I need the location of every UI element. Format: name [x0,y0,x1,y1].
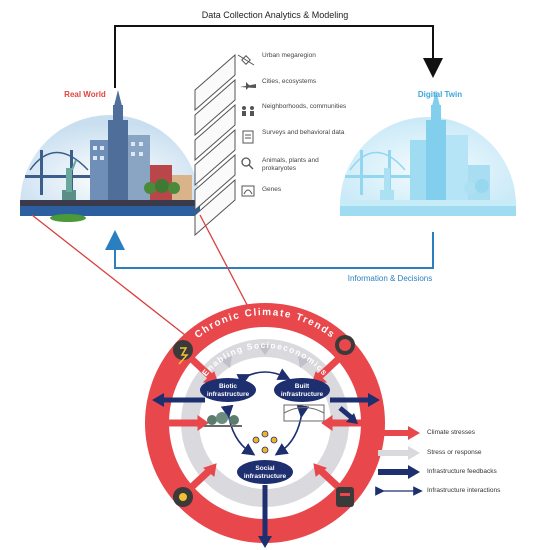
social-node-bubble [237,430,293,484]
data-collection-arrow [114,25,443,88]
zoom-line-right [199,214,256,321]
scale-label-genes: Genes [262,186,282,193]
zoom-line-left [31,214,186,336]
legend-arrows [375,426,423,496]
digital-twin-illustration [340,90,516,216]
information-decisions-label: Information & Decisions [347,274,433,283]
scale-label-urban-megaregion: Urban megaregion [262,52,316,59]
real-world-illustration [20,90,200,222]
legend-climate-stresses: Climate stresses [427,429,476,436]
heat-icon [173,487,193,507]
legend-infrastructure-feedbacks: Infrastructure feedbacks [427,468,497,475]
infrastructure-circle: Chronic Climate Trends Enabling Socioeco… [145,303,385,548]
globe-icon [335,335,355,355]
real-world-title: Real World [64,90,106,99]
data-collection-label: Data Collection Analytics & Modeling [201,10,349,20]
digital-twin-title: Digital Twin [417,90,463,99]
scale-label-neighborhoods: Neighborhoods, communities [262,103,347,110]
scale-stack [194,53,236,237]
drought-icon [336,487,354,507]
legend-stress-or-response: Stress or response [427,449,482,456]
information-decisions-arrow [105,230,434,269]
scale-label-surveys: Surveys and behavioral data [262,129,345,136]
scale-label-cities: Cities, ecosystems [262,78,317,85]
storm-icon [173,340,193,365]
biotic-node-bubble [200,378,256,427]
built-node-bubble [274,378,330,422]
scale-label-animals: Animals, plants and prokaryotes [262,157,319,172]
legend-infrastructure-interactions: Infrastructure interactions [427,487,501,494]
